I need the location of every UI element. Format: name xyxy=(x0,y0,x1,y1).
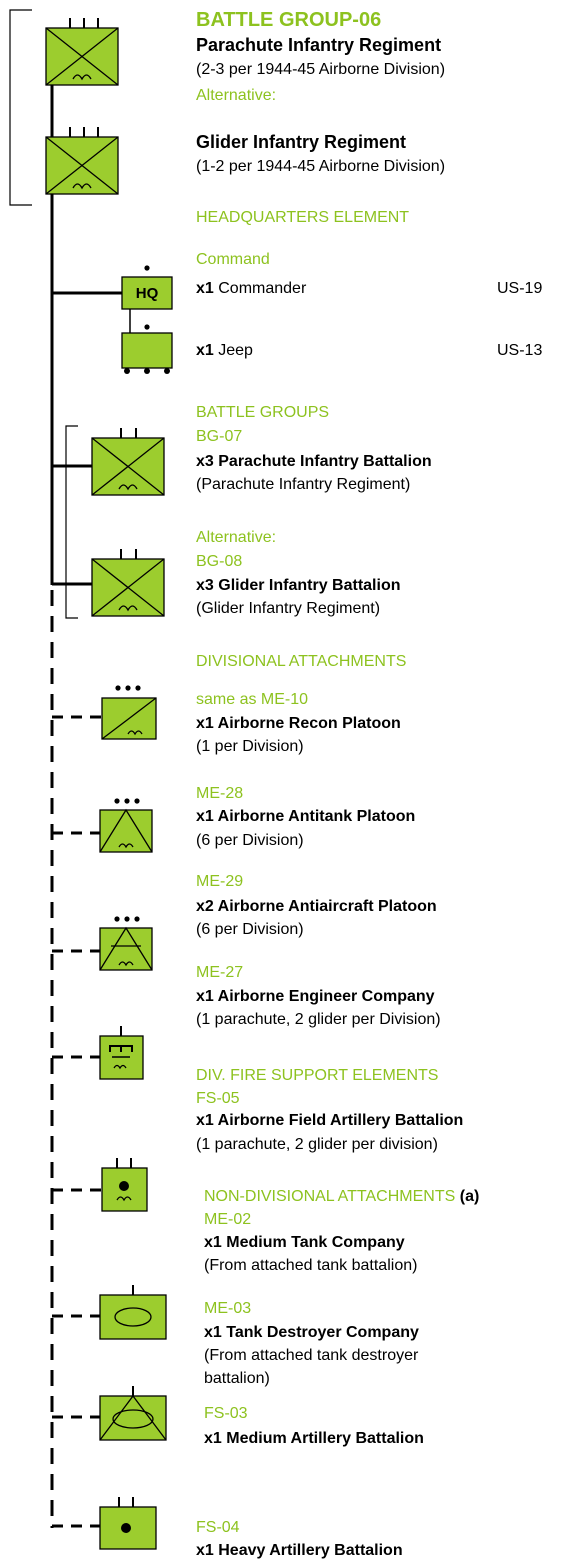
bg08-note: (Glider Infantry Regiment) xyxy=(196,600,381,617)
non-div-section-title: NON-DIVISIONAL ATTACHMENTS (a) xyxy=(204,1187,479,1206)
engineer-code: ME-27 xyxy=(196,964,244,981)
heavy-artillery-name: x1 Heavy Artillery Battalion xyxy=(196,1542,403,1559)
medium-tank-company-symbol xyxy=(99,1285,167,1340)
heavy-artillery-code: FS-04 xyxy=(196,1519,240,1536)
medium-artillery-name: x1 Medium Artillery Battalion xyxy=(204,1430,424,1447)
div-attach-section-title: DIVISIONAL ATTACHMENTS xyxy=(196,653,407,670)
non-div-title-text: NON-DIVISIONAL ATTACHMENTS xyxy=(204,1188,456,1205)
recon-code: same as ME-10 xyxy=(196,691,309,708)
antitank-name: x1 Airborne Antitank Platoon xyxy=(196,808,416,825)
medium-tank-note: (From attached tank battalion) xyxy=(204,1257,418,1274)
engineer-company-symbol xyxy=(99,1026,144,1080)
alt-regiment-note: (1-2 per 1944-45 Airborne Division) xyxy=(196,158,446,175)
fire-support-code: FS-05 xyxy=(196,1090,240,1107)
qty: x1 xyxy=(196,280,214,297)
recon-name: x1 Airborne Recon Platoon xyxy=(196,715,401,732)
bg07-code: BG-07 xyxy=(196,428,243,445)
hq-symbol-label: HQ xyxy=(135,285,159,302)
engineer-name: x1 Airborne Engineer Company xyxy=(196,988,435,1005)
hq-command-label: Command xyxy=(196,251,270,268)
dashed-branches xyxy=(52,715,102,1528)
regiment-name: Parachute Infantry Regiment xyxy=(196,35,442,55)
recon-note: (1 per Division) xyxy=(196,738,304,755)
qty: x1 xyxy=(196,342,214,359)
tank-destroyer-code: ME-03 xyxy=(204,1300,252,1317)
medium-tank-code: ME-02 xyxy=(204,1211,252,1228)
tank-destroyer-company-symbol xyxy=(99,1386,167,1441)
hq-row-commander: x1 Commander xyxy=(196,279,306,298)
battle-group-bracket xyxy=(65,425,78,619)
jeep-symbol xyxy=(121,324,173,374)
antitank-note: (6 per Division) xyxy=(196,832,304,849)
antitank-platoon-symbol xyxy=(99,798,153,853)
recon-platoon-symbol xyxy=(101,685,157,740)
fire-support-section-title: DIV. FIRE SUPPORT ELEMENTS xyxy=(196,1067,439,1084)
item-name: Commander xyxy=(218,280,307,297)
bg08-code: BG-08 xyxy=(196,553,243,570)
fire-support-note: (1 parachute, 2 glider per division) xyxy=(196,1136,438,1153)
heavy-artillery-symbol xyxy=(99,1497,157,1550)
page-title: BATTLE GROUP-06 xyxy=(196,9,382,31)
non-div-title-tag: (a) xyxy=(459,1188,480,1205)
hq-row-commander-code: US-19 xyxy=(497,280,543,297)
antiaircraft-code: ME-29 xyxy=(196,873,244,890)
antiaircraft-name: x2 Airborne Antiaircraft Platoon xyxy=(196,898,437,915)
hq-row-jeep: x1 Jeep xyxy=(196,341,253,360)
antiaircraft-note: (6 per Division) xyxy=(196,921,304,938)
regiment-bracket xyxy=(9,9,32,206)
bg07-name: x3 Parachute Infantry Battalion xyxy=(196,453,432,470)
antitank-code: ME-28 xyxy=(196,785,244,802)
parachute-battalion-symbol xyxy=(91,428,165,496)
hq-symbol xyxy=(121,265,173,310)
fire-support-name: x1 Airborne Field Artillery Battalion xyxy=(196,1112,464,1129)
parachute-regiment-symbol xyxy=(45,18,119,86)
glider-battalion-symbol xyxy=(91,549,165,617)
tank-destroyer-note-line2: battalion) xyxy=(204,1370,270,1387)
tank-destroyer-name: x1 Tank Destroyer Company xyxy=(204,1324,419,1341)
battle-groups-section-title: BATTLE GROUPS xyxy=(196,404,330,421)
engineer-note: (1 parachute, 2 glider per Division) xyxy=(196,1011,441,1028)
bg-alternative-label: Alternative: xyxy=(196,529,277,546)
antiaircraft-platoon-symbol xyxy=(99,916,153,971)
hq-row-jeep-code: US-13 xyxy=(497,342,543,359)
field-artillery-symbol xyxy=(101,1158,148,1212)
hq-section-title: HEADQUARTERS ELEMENT xyxy=(196,209,410,226)
bg07-note: (Parachute Infantry Regiment) xyxy=(196,476,411,493)
medium-artillery-code: FS-03 xyxy=(204,1405,248,1422)
alternative-label: Alternative: xyxy=(196,87,277,104)
tank-destroyer-note: (From attached tank destroyer xyxy=(204,1347,419,1364)
alt-regiment-name: Glider Infantry Regiment xyxy=(196,132,407,152)
glider-regiment-symbol xyxy=(45,127,119,195)
item-name: Jeep xyxy=(218,342,253,359)
regiment-note: (2-3 per 1944-45 Airborne Division) xyxy=(196,61,446,78)
medium-tank-name: x1 Medium Tank Company xyxy=(204,1234,405,1251)
bg08-name: x3 Glider Infantry Battalion xyxy=(196,577,401,594)
